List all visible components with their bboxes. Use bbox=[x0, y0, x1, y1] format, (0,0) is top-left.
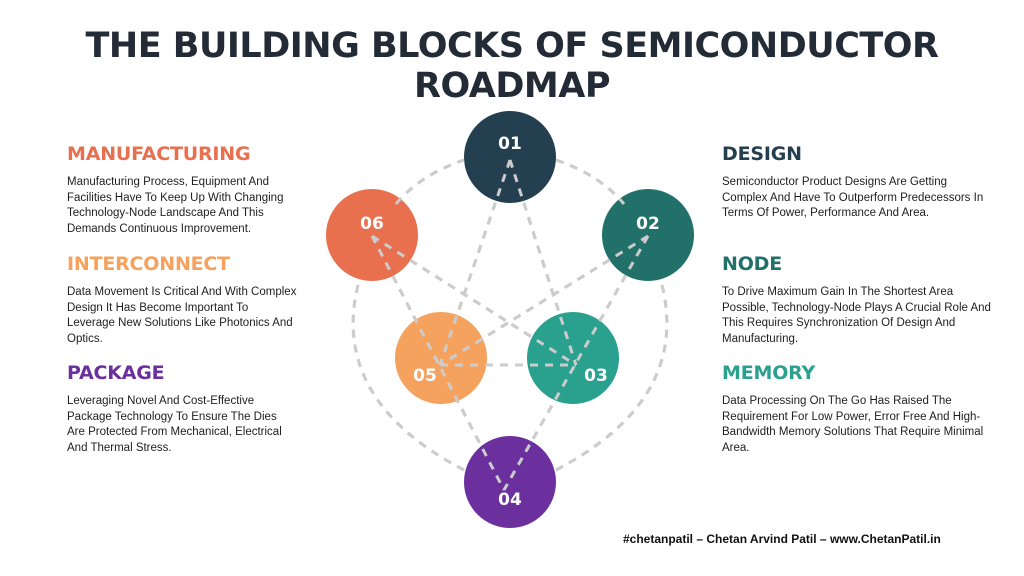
connector-arc-06-04 bbox=[351, 284, 465, 472]
section-package: PACKAGE Leveraging Novel And Cost-Effect… bbox=[67, 362, 297, 456]
connector-lines-overlay bbox=[351, 158, 669, 491]
section-design: DESIGN Semiconductor Product Designs Are… bbox=[722, 143, 992, 222]
node-05 bbox=[395, 312, 487, 404]
section-body-interconnect: Data Movement Is Critical And With Compl… bbox=[67, 286, 297, 345]
node-label-01: 01 bbox=[498, 134, 522, 154]
node-label-05: 05 bbox=[413, 366, 437, 386]
section-interconnect: INTERCONNECT Data Movement Is Critical A… bbox=[67, 253, 297, 347]
connector-02-05 bbox=[439, 234, 649, 367]
node-circle-01 bbox=[464, 111, 556, 203]
section-body-package: Leveraging Novel And Cost-Effective Pack… bbox=[67, 395, 282, 454]
connector-arc-06-01 bbox=[394, 158, 465, 205]
connector-arc-02-04 bbox=[555, 284, 669, 472]
node-02 bbox=[602, 189, 694, 281]
page-title: THE BUILDING BLOCKS OF SEMICONDUCTOR ROA… bbox=[85, 26, 939, 106]
section-memory: MEMORY Data Processing On The Go Has Rai… bbox=[722, 362, 992, 456]
node-circle-02 bbox=[602, 189, 694, 281]
footer-credit: #chetanpatil – Chetan Arvind Patil – www… bbox=[623, 532, 941, 546]
section-heading-manufacturing: MANUFACTURING bbox=[67, 143, 251, 165]
connector-06-04 bbox=[370, 235, 506, 491]
section-body-design: Semiconductor Product Designs Are Gettin… bbox=[722, 176, 984, 219]
connector-01-03 bbox=[508, 159, 578, 366]
connector-01-05 bbox=[438, 159, 512, 366]
connector-arc-01-02 bbox=[555, 158, 626, 205]
section-heading-interconnect: INTERCONNECT bbox=[67, 253, 230, 275]
node-circle-06 bbox=[326, 189, 418, 281]
section-manufacturing: MANUFACTURING Manufacturing Process, Equ… bbox=[67, 143, 297, 237]
node-circle-04 bbox=[464, 436, 556, 528]
connector-arc-01-02 bbox=[555, 158, 626, 205]
node-label-02: 02 bbox=[636, 214, 660, 234]
section-body-manufacturing: Manufacturing Process, Equipment And Fac… bbox=[67, 176, 284, 235]
node-label-06: 06 bbox=[360, 214, 384, 234]
diagram-nodes bbox=[326, 111, 694, 528]
section-heading-design: DESIGN bbox=[722, 143, 802, 165]
connector-arc-06-01 bbox=[394, 158, 465, 205]
section-heading-memory: MEMORY bbox=[722, 362, 816, 384]
connector-06-03 bbox=[371, 234, 577, 367]
node-04 bbox=[464, 436, 556, 528]
section-body-memory: Data Processing On The Go Has Raised The… bbox=[722, 395, 984, 454]
node-label-03: 03 bbox=[584, 366, 608, 386]
node-circle-03 bbox=[527, 312, 619, 404]
section-heading-node: NODE bbox=[722, 253, 783, 275]
node-01 bbox=[464, 111, 556, 203]
section-body-node: To Drive Maximum Gain In The Shortest Ar… bbox=[722, 286, 991, 345]
node-circle-05 bbox=[395, 312, 487, 404]
node-03 bbox=[527, 312, 619, 404]
section-node: NODE To Drive Maximum Gain In The Shorte… bbox=[722, 253, 992, 347]
node-06 bbox=[326, 189, 418, 281]
connector-02-04 bbox=[502, 235, 650, 491]
node-label-04: 04 bbox=[498, 490, 522, 510]
section-heading-package: PACKAGE bbox=[67, 362, 165, 384]
